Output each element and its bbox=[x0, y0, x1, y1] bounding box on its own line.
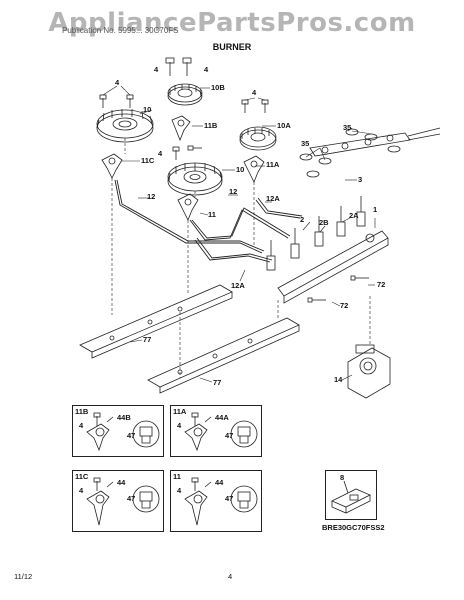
callout-4: 4 bbox=[252, 88, 257, 97]
inset-screw: 44B bbox=[117, 413, 131, 422]
inset-11b: 11B 44B 4 47 bbox=[72, 405, 164, 457]
inset-11a: 11A 44A 4 47 bbox=[170, 405, 262, 457]
inset-id: 11A bbox=[173, 407, 187, 416]
inset-label: 8 bbox=[340, 473, 345, 482]
burner-10-center bbox=[167, 162, 223, 196]
inset-id: 11C bbox=[75, 472, 89, 481]
inset-left: 4 bbox=[79, 421, 84, 430]
screw-icon bbox=[126, 94, 134, 108]
burner-base-icon bbox=[86, 412, 160, 452]
inset-left: 4 bbox=[177, 486, 182, 495]
callout-2: 2 bbox=[300, 215, 305, 224]
page-title: BURNER bbox=[212, 42, 252, 52]
callout-2b: 2B bbox=[319, 218, 329, 227]
callout-3: 3 bbox=[358, 175, 363, 184]
screw-72-icon bbox=[307, 297, 326, 303]
burner-base-11b bbox=[171, 115, 191, 142]
callout-12: 12 bbox=[147, 192, 156, 201]
burner-base-11 bbox=[177, 193, 199, 221]
alignment-lines bbox=[111, 138, 371, 378]
gas-manifold-1 bbox=[277, 230, 389, 304]
inset-8: 8 bbox=[325, 470, 377, 520]
callout-12: 12 bbox=[229, 187, 238, 196]
callout-11b: 11B bbox=[204, 121, 218, 130]
inset-screw: 44A bbox=[215, 413, 229, 422]
inset-11c: 11C 44 4 47 bbox=[72, 470, 164, 532]
callout-4: 4 bbox=[115, 78, 120, 87]
callout-10a: 10A bbox=[277, 121, 291, 130]
screw-icon bbox=[241, 99, 249, 113]
spark-module-icon bbox=[331, 480, 371, 514]
callout-11a: 11A bbox=[266, 160, 280, 169]
screw-icon bbox=[261, 99, 269, 113]
callout-4: 4 bbox=[204, 65, 209, 74]
publication-subtitle: Publication No. 5995... 30C70FS bbox=[62, 26, 179, 35]
spark-harness-3 bbox=[309, 127, 441, 157]
leader-lines bbox=[102, 85, 376, 383]
callout-35: 35 bbox=[343, 123, 352, 132]
callout-4: 4 bbox=[154, 65, 159, 74]
screw-icon bbox=[182, 57, 192, 76]
footer-page-number: 4 bbox=[228, 572, 233, 581]
inset-id: 11B bbox=[75, 407, 89, 416]
footer-date: 11/12 bbox=[14, 572, 33, 581]
callout-4: 4 bbox=[158, 149, 163, 158]
callout-77: 77 bbox=[213, 378, 222, 387]
bracket-77-lower bbox=[147, 317, 300, 394]
burner-base-icon bbox=[86, 477, 160, 526]
callout-12a: 12A bbox=[231, 281, 245, 290]
gas-tube-12 bbox=[114, 179, 303, 263]
callout-10b: 10B bbox=[211, 83, 225, 92]
bracket-77-upper bbox=[79, 284, 233, 359]
screw-72-icon bbox=[350, 275, 369, 281]
burner-base-11a bbox=[243, 155, 265, 183]
pressure-regulator-14 bbox=[347, 344, 391, 399]
callout-72: 72 bbox=[340, 301, 349, 310]
model-code: BRE30GC70FSS2 bbox=[322, 523, 385, 532]
callout-1: 1 bbox=[373, 205, 378, 214]
inset-screw: 44 bbox=[117, 478, 126, 487]
burner-10b bbox=[167, 83, 203, 106]
callout-35: 35 bbox=[301, 139, 310, 148]
callout-14: 14 bbox=[334, 375, 343, 384]
callout-12a: 12A bbox=[266, 194, 280, 203]
inset-screw: 44 bbox=[215, 478, 224, 487]
callout-77: 77 bbox=[143, 335, 152, 344]
callout-11: 11 bbox=[208, 210, 216, 219]
screw-icon bbox=[187, 145, 202, 151]
watermark: AppliancePartsPros.com bbox=[48, 8, 416, 38]
callout-2a: 2A bbox=[349, 211, 359, 220]
callout-11c: 11C bbox=[141, 156, 155, 165]
inset-11: 11 44 4 47 bbox=[170, 470, 262, 532]
burner-base-icon bbox=[184, 412, 258, 452]
screw-icon bbox=[172, 146, 180, 160]
inset-cap: 47 bbox=[127, 431, 136, 440]
burner-base-11c bbox=[101, 153, 123, 179]
burner-10a bbox=[239, 126, 277, 151]
inset-cap: 47 bbox=[225, 431, 234, 440]
burner-base-icon bbox=[184, 477, 258, 526]
screw-icon bbox=[165, 57, 175, 76]
callout-10: 10 bbox=[236, 165, 245, 174]
screw-icon bbox=[99, 94, 107, 108]
inset-id: 11 bbox=[173, 472, 181, 481]
gas-valves-2 bbox=[266, 196, 366, 271]
inset-left: 4 bbox=[177, 421, 182, 430]
callout-10: 10 bbox=[143, 105, 152, 114]
callout-72: 72 bbox=[377, 280, 386, 289]
inset-cap: 47 bbox=[127, 494, 136, 503]
inset-cap: 47 bbox=[225, 494, 234, 503]
inset-left: 4 bbox=[79, 486, 84, 495]
